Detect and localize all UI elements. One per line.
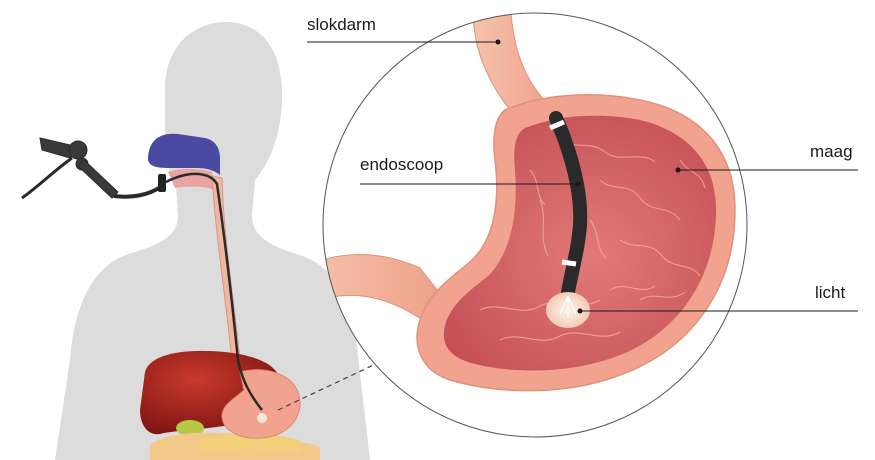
magnified-view <box>300 0 747 437</box>
endoscope-tube-external <box>114 186 162 197</box>
leader-stomach-dot <box>676 168 681 173</box>
leader-endoscope-dot <box>576 182 581 187</box>
endoscope-cable <box>22 158 72 198</box>
label-light: licht <box>815 283 846 302</box>
mouthpiece <box>158 174 166 192</box>
endoscope-handle <box>40 138 118 198</box>
leader-light-dot <box>578 309 583 314</box>
label-esophagus: slokdarm <box>307 15 376 34</box>
endoscope-band-bottom <box>562 262 576 264</box>
leader-esophagus-dot <box>496 40 501 45</box>
small-light-spot <box>257 413 267 423</box>
label-endoscope: endoscoop <box>360 155 443 174</box>
label-stomach: maag <box>810 142 853 161</box>
